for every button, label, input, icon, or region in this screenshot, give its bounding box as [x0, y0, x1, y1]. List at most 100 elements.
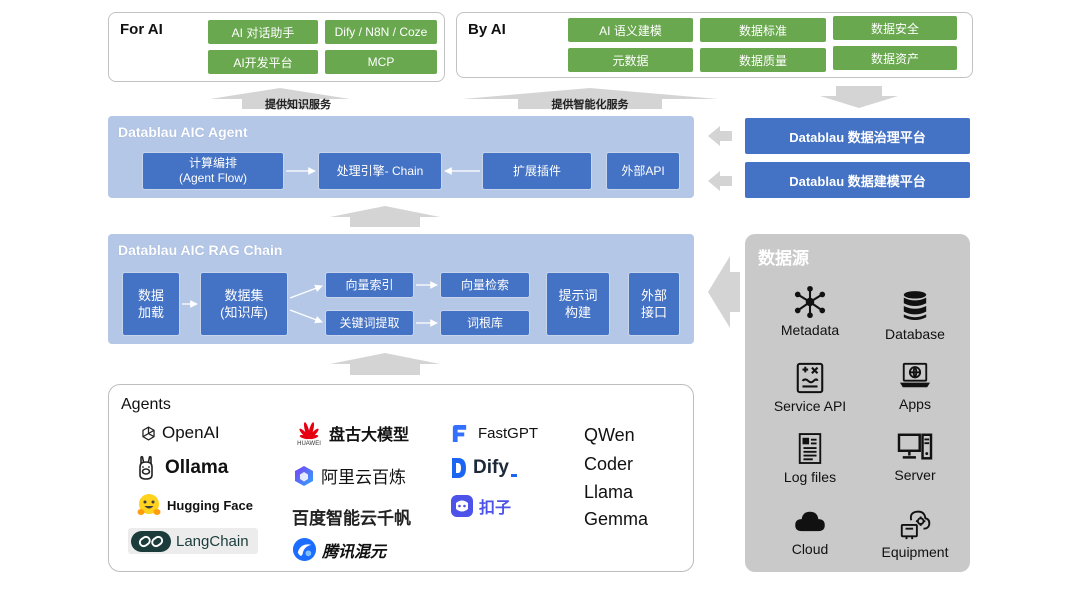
agent-dify: Dify — [450, 456, 517, 480]
vector-index-module: 向量索引 — [325, 272, 414, 298]
agents-to-rag-up-arrow — [330, 353, 440, 375]
for-ai-item: MCP — [325, 50, 437, 74]
data-source-label: Metadata — [780, 322, 840, 338]
data-source-label: Apps — [899, 396, 931, 412]
by-ai-item: 元数据 — [568, 48, 693, 72]
agent-ollama: Ollama — [136, 455, 228, 481]
module-label: 构建 — [564, 305, 591, 320]
data-source-label: Equipment — [881, 544, 949, 560]
modeling-platform: Datablau 数据建模平台 — [745, 162, 970, 198]
database-icon — [901, 288, 929, 324]
agent-layer-title: Datablau AIC Agent — [118, 124, 248, 140]
knowledge-service-label: 提供知识服务 — [265, 99, 331, 111]
ollama-icon — [136, 455, 156, 481]
knowledge-service-up-arrow — [210, 88, 350, 109]
model-name: Gemma — [584, 509, 649, 529]
cloud-icon — [793, 503, 827, 539]
agent-coze: 扣子 — [450, 494, 511, 518]
agent-name: 扣子 — [479, 500, 512, 517]
hugging-face-icon — [136, 492, 162, 518]
data-source-metadata: Metadata — [755, 284, 865, 338]
agent-hunyuan: 腾讯混元 — [292, 537, 386, 562]
for-ai-item: AI开发平台 — [208, 50, 318, 74]
data-source-label: Log files — [783, 469, 837, 485]
network-hub-icon — [793, 284, 827, 320]
model-name: QWen — [584, 425, 635, 445]
plugins-module: 扩展插件 — [482, 152, 592, 190]
external-api-module: 外部API — [606, 152, 680, 190]
by-ai-item: 数据标准 — [700, 18, 826, 42]
agent-name: 腾讯混元 — [322, 543, 387, 561]
data-source-apps: Apps — [860, 358, 970, 412]
server-icon — [897, 429, 933, 465]
agent-name: Hugging Face — [167, 497, 253, 513]
governance-platform: Datablau 数据治理平台 — [745, 118, 970, 154]
openai-icon — [140, 425, 157, 442]
module-sublabel: (Agent Flow) — [178, 171, 248, 185]
data-source-cloud: Cloud — [755, 503, 865, 557]
module-label: 提示词 — [558, 288, 598, 303]
by-ai-title: By AI — [468, 21, 506, 38]
platform-down-arrow — [820, 86, 898, 108]
dataset-module: 数据集 (知识库) — [200, 272, 288, 336]
data-source-log-files: Log files — [755, 431, 865, 485]
rag-layer-title: Datablau AIC RAG Chain — [118, 242, 283, 258]
agent-name: FastGPT — [478, 425, 539, 442]
rag-to-agent-up-arrow — [330, 206, 440, 227]
for-ai-item: AI 对话助手 — [208, 20, 318, 44]
data-source-equipment: Equipment — [860, 506, 970, 560]
module-sublabel: (知识库) — [220, 305, 268, 320]
dify-icon — [450, 456, 468, 480]
agent-name: Dify — [473, 457, 509, 478]
by-ai-item: AI 语义建模 — [568, 18, 693, 42]
external-interface-module: 外部 接口 — [628, 272, 680, 336]
data-source-left-arrow — [708, 256, 740, 328]
alibaba-bailian-icon — [292, 464, 316, 488]
for-ai-title: For AI — [120, 21, 163, 38]
intelligent-service-up-arrow — [462, 88, 718, 109]
dify-logo-dot — [510, 473, 517, 477]
huawei-logo-text: HUAWEI — [297, 441, 321, 447]
vector-search-module: 向量检索 — [440, 272, 530, 298]
data-source-label: Cloud — [791, 541, 829, 557]
fastgpt-icon — [450, 423, 469, 444]
agent-name: 盘古大模型 — [329, 427, 410, 444]
agent-bailian: 阿里云百炼 — [292, 463, 406, 488]
agents-title: Agents — [121, 396, 171, 413]
agent-flow-module: 计算编排 (Agent Flow) — [142, 152, 284, 190]
agent-fastgpt: FastGPT — [450, 423, 538, 444]
coze-icon — [450, 494, 474, 518]
data-source-panel — [745, 234, 970, 572]
agent-name: 百度智能云千帆 — [292, 509, 411, 528]
module-label: 外部 — [640, 288, 667, 303]
data-source-service-api: Service API — [755, 360, 865, 414]
huawei-logo-icon: HUAWEI — [294, 419, 324, 447]
chain-engine-module: 处理引擎- Chain — [318, 152, 442, 190]
langchain-icon — [131, 530, 171, 552]
equipment-icon — [898, 506, 932, 542]
data-source-label: Database — [885, 326, 945, 342]
prompt-build-module: 提示词 构建 — [546, 272, 610, 336]
data-source-title: 数据源 — [758, 249, 809, 268]
laptop-globe-icon — [898, 358, 932, 394]
data-source-label: Server — [894, 467, 936, 483]
data-source-label: Service API — [773, 398, 847, 414]
module-label: 数据集 — [224, 288, 264, 303]
module-label: 计算编排 — [188, 156, 237, 170]
agent-langchain: LangChain — [128, 528, 258, 554]
module-label: 数据 — [137, 288, 164, 303]
modeling-platform-left-arrow — [708, 171, 732, 191]
module-label: 加载 — [137, 305, 164, 320]
agent-hugging-face: Hugging Face — [136, 492, 253, 518]
by-ai-item: 数据资产 — [833, 46, 957, 70]
model-name: Llama — [584, 482, 634, 502]
data-load-module: 数据 加载 — [122, 272, 180, 336]
agent-qianfan: 百度智能云千帆 — [292, 504, 411, 529]
data-source-server: Server — [860, 429, 970, 483]
root-lexicon-module: 词根库 — [440, 310, 530, 336]
agent-openai: OpenAI — [140, 423, 220, 443]
agent-name: 阿里云百炼 — [321, 468, 406, 487]
by-ai-item: 数据质量 — [700, 48, 826, 72]
